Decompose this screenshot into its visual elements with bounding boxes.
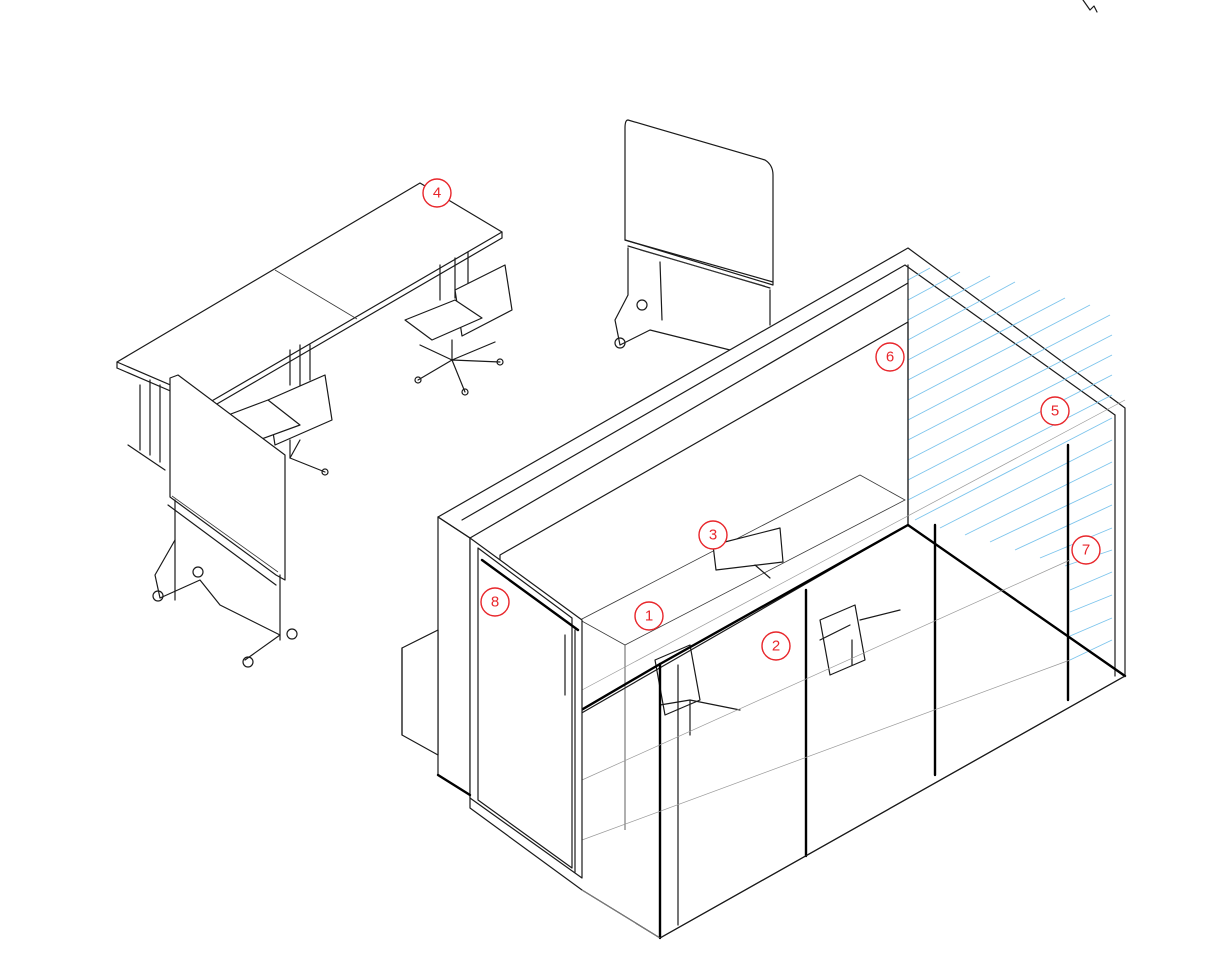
callout-2: 2 <box>761 631 791 661</box>
callout-3-label: 3 <box>709 527 717 544</box>
callout-4-label: 4 <box>433 185 441 202</box>
l-shaped-desk <box>116 182 503 471</box>
mobile-whiteboard-center <box>614 119 774 351</box>
cursor-icon <box>1082 0 1098 13</box>
office-chair <box>404 264 513 396</box>
callout-5-label: 5 <box>1051 403 1059 420</box>
callout-3: 3 <box>698 520 728 550</box>
callout-2-label: 2 <box>772 638 780 655</box>
callout-8-label: 8 <box>491 594 499 611</box>
callout-8: 8 <box>480 587 510 617</box>
mobile-whiteboard-left <box>152 374 298 668</box>
callout-6-label: 6 <box>886 349 894 366</box>
callout-7: 7 <box>1071 535 1101 565</box>
callout-1: 1 <box>634 601 664 631</box>
callout-1-label: 1 <box>645 608 653 625</box>
booth-pod <box>401 247 1127 940</box>
acoustic-panel-hatch <box>907 267 1113 661</box>
callout-7-label: 7 <box>1082 542 1090 559</box>
callout-4: 4 <box>422 178 452 208</box>
callout-5: 5 <box>1040 396 1070 426</box>
callout-6: 6 <box>875 342 905 372</box>
monitor <box>712 527 784 579</box>
